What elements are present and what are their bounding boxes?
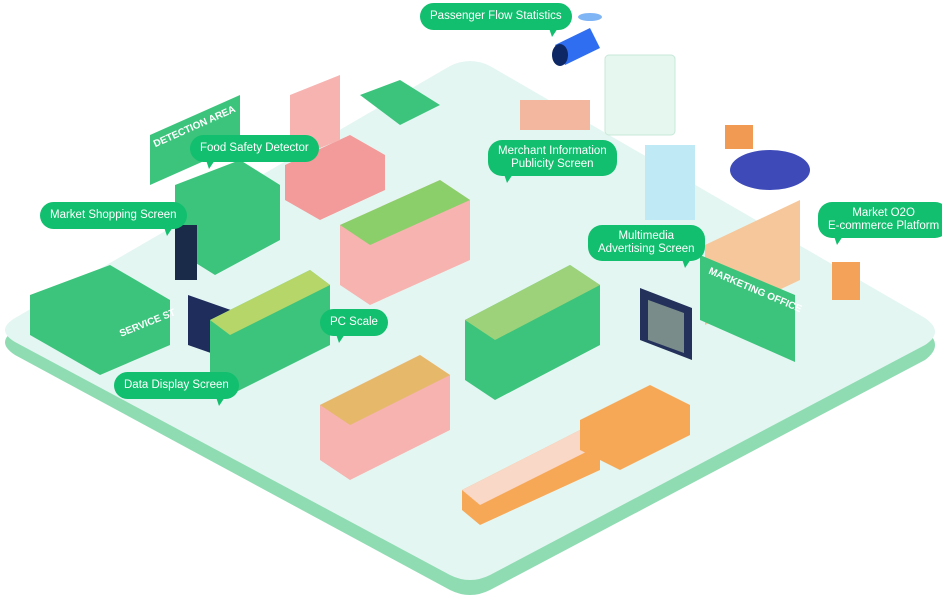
label-multimedia-advertising-screen: Multimedia Advertising Screen <box>588 225 705 268</box>
label-text: Market Shopping Screen <box>50 209 177 221</box>
market-shopping-screen-kiosk <box>175 225 197 280</box>
checkout-counter <box>580 385 690 470</box>
label-text: Data Display Screen <box>124 379 229 391</box>
office-cabinet <box>832 262 860 300</box>
produce-stall-4-top <box>320 355 450 425</box>
label-food-safety-detector: Food Safety Detector <box>190 135 319 169</box>
camera-mount <box>578 13 602 21</box>
merchant-wall-screen <box>604 54 676 136</box>
label-text: Publicity Screen <box>511 158 594 170</box>
marketing-office-wall <box>700 255 795 362</box>
merchant-table <box>520 100 590 130</box>
label-text: Market O2O <box>852 207 915 219</box>
label-passenger-flow-statistics: Passenger Flow Statistics <box>420 3 572 37</box>
glass-boxes <box>645 145 695 220</box>
label-market-o2o-platform: Market O2O E-commerce Platform <box>818 202 942 245</box>
delivery-scooter <box>730 150 810 190</box>
label-text: Merchant Information <box>498 145 607 157</box>
label-text: E-commerce Platform <box>828 220 940 232</box>
meat-counter-top <box>462 430 600 505</box>
label-text: Food Safety Detector <box>200 142 309 154</box>
label-text: Passenger Flow Statistics <box>430 10 562 22</box>
detection-booth <box>175 160 280 275</box>
label-merchant-information-screen: Merchant Information Publicity Screen <box>488 140 617 183</box>
produce-stall-3-top <box>465 265 600 340</box>
label-text: Multimedia <box>618 230 675 242</box>
produce-stall-2 <box>210 270 330 395</box>
label-text: PC Scale <box>330 316 378 328</box>
label-text: Advertising Screen <box>598 243 695 255</box>
produce-stall-1-top <box>340 180 470 245</box>
produce-stall-2-top <box>210 270 330 335</box>
label-market-shopping-screen: Market Shopping Screen <box>40 202 187 236</box>
label-pc-scale: PC Scale <box>320 309 388 343</box>
produce-stand-top <box>360 80 440 125</box>
label-data-display-screen: Data Display Screen <box>114 372 239 406</box>
service-station-desk <box>30 265 170 375</box>
